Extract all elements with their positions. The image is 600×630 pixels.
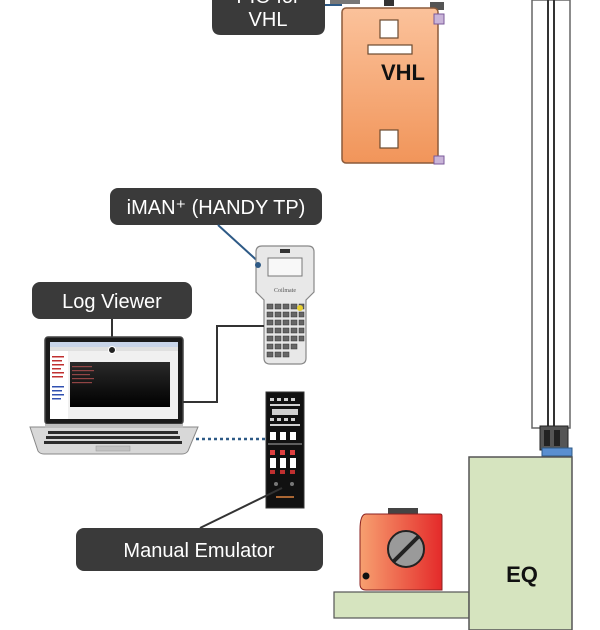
pio-label-line2: VHL xyxy=(249,9,288,31)
sensor-ledge xyxy=(333,591,470,619)
log-viewer-label: Log Viewer xyxy=(62,291,162,313)
log-viewer-callout: Log Viewer xyxy=(32,282,192,319)
laptop xyxy=(29,336,199,455)
svg-text:Coilmate: Coilmate xyxy=(274,288,296,294)
pio-callout: PIO for VHL xyxy=(212,0,342,35)
sensor-device xyxy=(359,508,443,591)
iman-leader-line xyxy=(217,224,263,266)
iman-callout: iMAN⁺ (HANDY TP) xyxy=(110,188,322,225)
eq-label: EQ xyxy=(506,562,538,587)
manual-emulator-board xyxy=(265,391,305,509)
pio-label-line1: PIO for xyxy=(236,0,300,8)
eq-block: EQ xyxy=(468,456,573,630)
iman-label: iMAN⁺ (HANDY TP) xyxy=(127,197,306,219)
handy-tp-device: Coilmate xyxy=(255,245,315,365)
manual-emulator-label: Manual Emulator xyxy=(123,540,275,562)
manual-emulator-callout: Manual Emulator xyxy=(76,528,323,571)
rail xyxy=(531,0,573,457)
laptop-to-tp-cable xyxy=(183,325,264,403)
vhl-vehicle: VHL xyxy=(330,0,445,165)
emulator-leader-line xyxy=(199,487,283,529)
vhl-label: VHL xyxy=(381,60,425,85)
